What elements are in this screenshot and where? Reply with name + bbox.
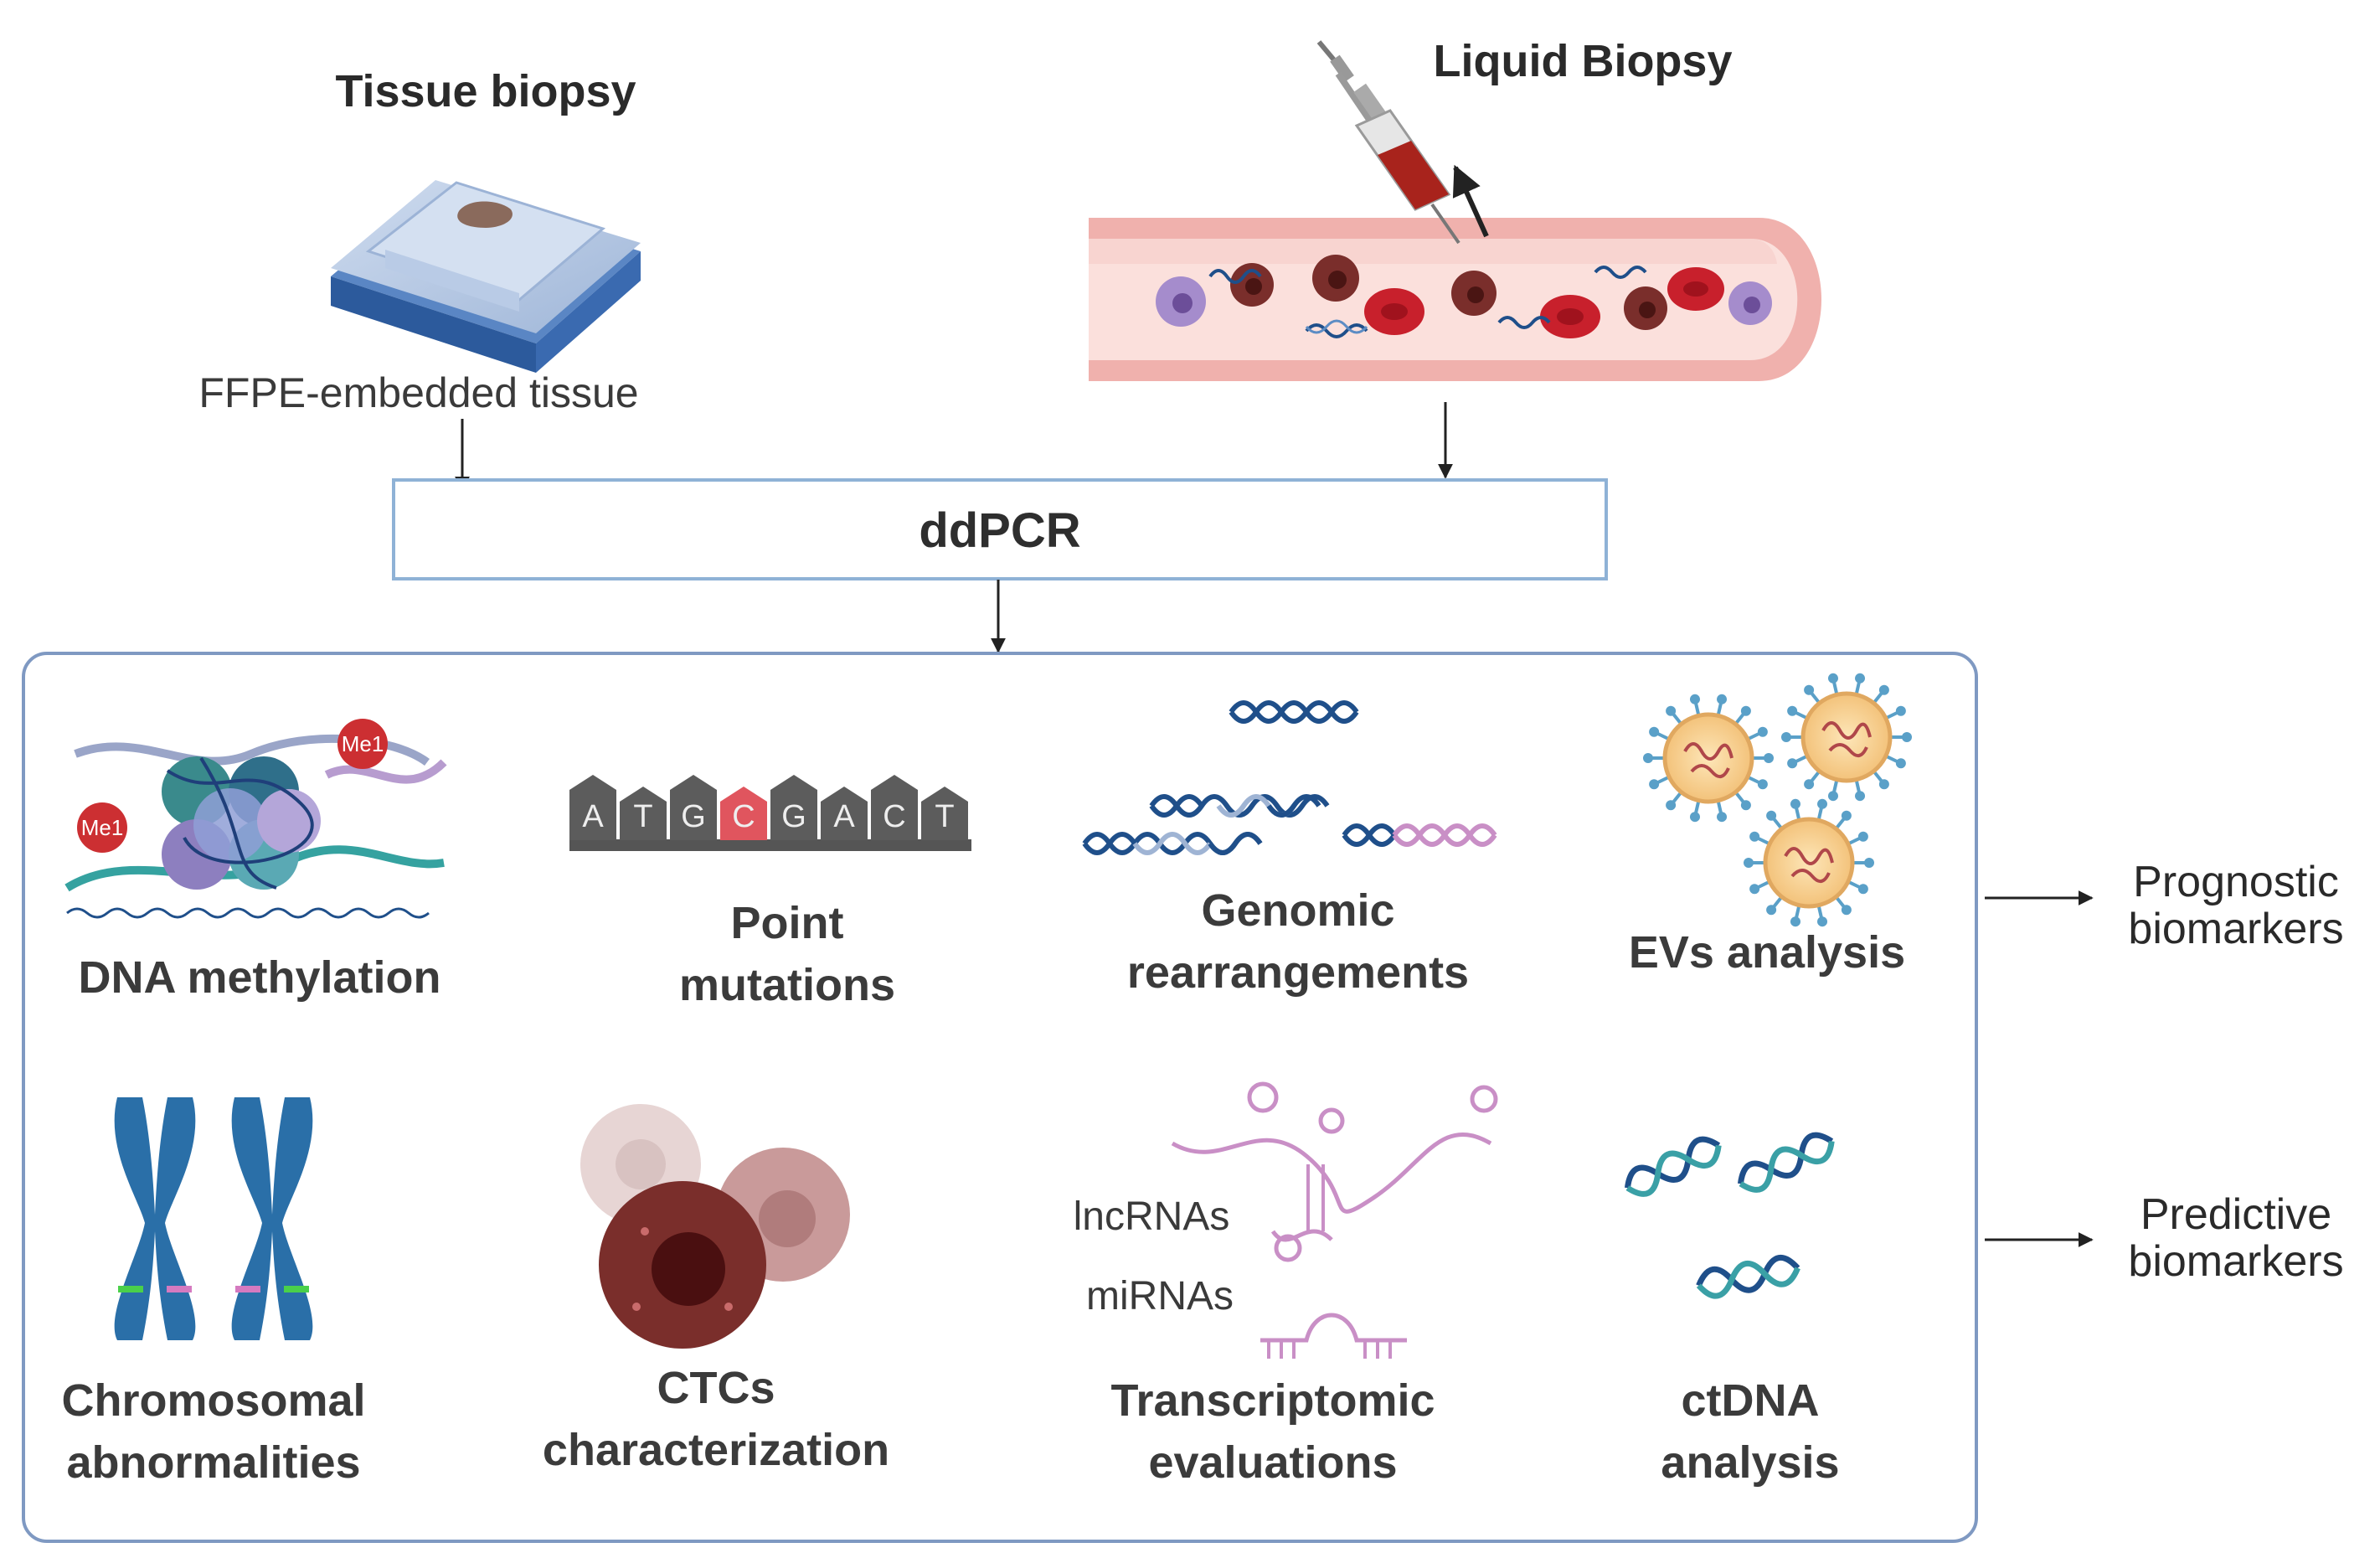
sequence-tile [569,775,616,840]
evs-analysis-label: EVs analysis [1628,927,1906,978]
lncrnas-label: lncRNAs [1073,1194,1230,1239]
me-tag-1: Me1 [342,731,384,756]
sequence-base: G [781,799,806,834]
dna-methylation-icon: Me1 Me1 [64,719,447,919]
sequence-tile [720,787,767,840]
ddpcr-label: ddPCR [919,503,1081,558]
sequence-base: G [681,799,706,834]
mirnas-label: miRNAs [1086,1274,1234,1318]
tissue-biopsy-title: Tissue biopsy [335,66,636,116]
sequence-base: A [582,799,604,834]
ctc-cells-icon [580,1104,850,1349]
ffpe-caption: FFPE-embedded tissue [198,369,639,416]
me-tag-2: Me1 [81,815,124,840]
applications-panel [22,652,1978,1543]
sequence-base: C [883,799,905,834]
ffpe-cassette-icon [331,180,641,373]
sequence-base: T [633,799,652,834]
sequence-tile [871,775,918,840]
liquid-biopsy-title: Liquid Biopsy [1433,36,1733,86]
sequence-tile [670,775,717,840]
ctdna-helix-icon [1624,1132,1835,1299]
rna-icon [1171,1081,1498,1359]
sequence-tile [620,787,667,840]
ctdna-analysis-label: ctDNA analysis [1661,1375,1840,1488]
vesicle-icon [1781,673,1912,802]
blood-vessel-icon [1089,218,1821,381]
sequence-base: C [732,799,755,834]
genomic-rearrangements-label: Genomic rearrangements [1126,885,1470,998]
prognostic-biomarkers-label: Prognostic biomarkers [2128,858,2344,953]
sequence-tile [921,787,968,840]
sequence-tile [770,775,817,840]
chromosomal-abnormalities-label: Chromosomal abnormalities [61,1375,366,1488]
extracellular-vesicles-icon [1643,673,1912,927]
transcriptomic-evaluations-label: Transcriptomic evaluations [1110,1375,1435,1488]
withdraw-arrow [1452,164,1489,238]
ddpcr-box [392,478,1608,580]
vesicle-icon [1744,798,1874,927]
ctcs-characterization-label: CTCs characterization [542,1363,890,1475]
sequence-base: T [935,799,954,834]
dna-methylation-label: DNA methylation [78,952,441,1003]
predictive-biomarkers-label: Predictive biomarkers [2128,1190,2344,1286]
point-mutations-label: Point mutations [678,898,895,1010]
sequence-tile [821,787,868,840]
chromosomes-icon [114,1097,313,1340]
vesicle-icon [1643,694,1774,823]
genomic-rearrangement-icon [1082,700,1497,855]
sequence-base: A [833,799,855,834]
syringe-icon [1316,40,1460,245]
